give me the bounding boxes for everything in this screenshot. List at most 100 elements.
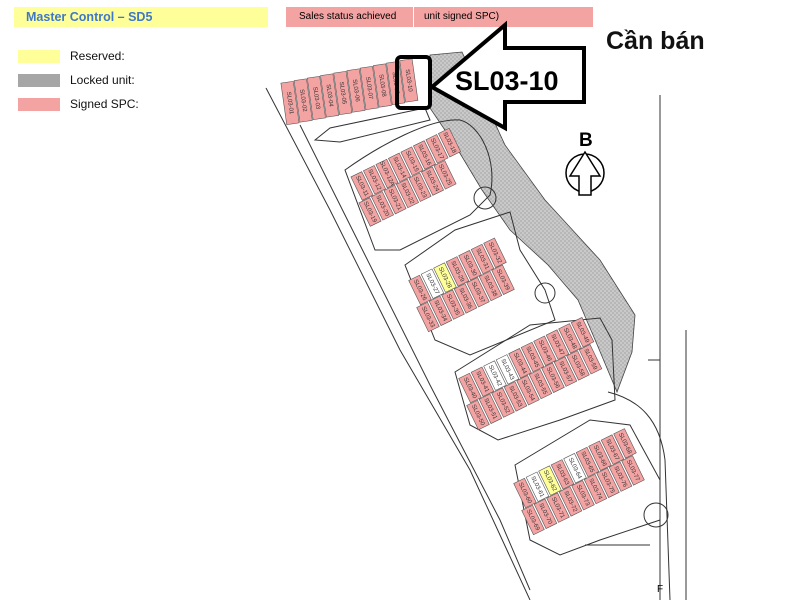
- lot-block-4: SL03-40SL03-41SL03-42SL03-43SL03-44SL03-…: [458, 317, 603, 431]
- lot-shape: [433, 262, 457, 293]
- lot-shape: [613, 428, 637, 459]
- lot-shape: [458, 372, 482, 404]
- lot-sl03-29[interactable]: SL03-29: [445, 256, 470, 287]
- lot-shape: [558, 486, 583, 517]
- lot-shape: [541, 362, 565, 393]
- lot-block-5: SL03-60SL03-61SL03-62SL03-63SL03-64SL03-…: [513, 428, 645, 536]
- lot-shape: [470, 366, 495, 397]
- signed-swatch: [18, 98, 60, 111]
- lot-shape: [528, 368, 553, 400]
- lot-label: SL03-05: [338, 81, 347, 105]
- lot-block-2: SL03-11SL03-12SL03-12ASL03-14SL03-15SL03…: [350, 127, 461, 227]
- north-arrow-icon: [565, 150, 605, 196]
- lot-shape: [596, 467, 620, 498]
- lot-shape: [466, 399, 490, 431]
- lot-shape: [388, 152, 411, 183]
- lot-shape: [372, 63, 392, 108]
- lot-sl03-60[interactable]: SL03-60: [513, 477, 537, 509]
- lot-shape: [600, 434, 625, 465]
- legend-signed-label: Signed SPC:: [70, 97, 139, 111]
- lot-shape: [420, 268, 445, 299]
- lot-shape: [438, 127, 461, 158]
- lot-sl03-31[interactable]: SL03-31: [470, 243, 495, 275]
- lot-label: SL03-04: [324, 84, 333, 108]
- lot-sl03-03[interactable]: SL03-03: [306, 75, 326, 121]
- lot-shape: [425, 134, 449, 164]
- lot-shape: [293, 78, 313, 123]
- master-control-title: Master Control – SD5: [14, 7, 268, 27]
- lot-shape: [483, 360, 507, 391]
- lot-shape: [516, 375, 540, 406]
- lot-shape: [508, 348, 532, 379]
- lot-sl03-44[interactable]: SL03-44: [508, 348, 532, 379]
- lot-sl03-04[interactable]: SL03-04: [320, 73, 340, 118]
- lot-shape: [571, 480, 595, 511]
- sales-status-value: unit signed SPC): [413, 7, 593, 27]
- lot-shape: [458, 250, 482, 281]
- sl03-10-highlight-box: [395, 55, 432, 110]
- legend-reserved-label: Reserved:: [70, 49, 125, 63]
- lot-shape: [408, 274, 432, 306]
- north-label: B: [579, 130, 593, 151]
- lot-shape: [491, 264, 515, 295]
- lot-sl03-01[interactable]: SL03-01: [280, 80, 300, 126]
- lot-shape: [478, 270, 503, 302]
- lot-shape: [545, 329, 570, 360]
- lot-shape: [578, 344, 603, 375]
- lot-shape: [513, 477, 537, 509]
- lot-shape: [375, 158, 399, 189]
- lot-shape: [608, 461, 633, 492]
- lot-label: SL03-08: [377, 74, 386, 98]
- lot-shape: [503, 381, 528, 412]
- lot-shape: [350, 171, 374, 201]
- lot-shape: [575, 446, 600, 478]
- lot-sl03-08[interactable]: SL03-08: [372, 63, 392, 108]
- lot-shape: [280, 80, 300, 126]
- lot-shape: [433, 160, 457, 190]
- legend-locked-label: Locked unit:: [70, 73, 135, 87]
- lot-shape: [363, 165, 386, 195]
- lot-label: SL03-03: [311, 86, 320, 110]
- lot-shape: [470, 243, 495, 275]
- lot-label: SL03-07: [364, 76, 373, 100]
- callout-arrow-icon: [428, 20, 586, 132]
- lot-shape: [491, 387, 515, 418]
- reserved-swatch: [18, 50, 60, 63]
- lot-shape: [400, 146, 424, 176]
- lot-shape: [416, 301, 440, 333]
- lot-shape: [478, 393, 503, 424]
- lot-shape: [441, 289, 465, 320]
- block-road-rings: [344, 119, 669, 556]
- lot-shape: [421, 166, 444, 196]
- lot-shape: [306, 75, 326, 121]
- lot-shape: [533, 335, 557, 366]
- for-sale-heading: Cần bán: [606, 27, 705, 55]
- lot-sl03-06[interactable]: SL03-06: [346, 68, 366, 113]
- callout-label: SL03-10: [455, 66, 559, 96]
- green-space: [429, 51, 636, 394]
- lot-sl03-33[interactable]: SL03-33: [416, 301, 440, 333]
- lot-shape: [583, 473, 608, 505]
- lot-shape: [359, 65, 379, 111]
- lot-sl03-07[interactable]: SL03-07: [359, 65, 379, 111]
- lot-sl03-10[interactable]: SL03-10: [399, 58, 419, 103]
- lot-block-3: SL03-26SL03-27SL03-28SL03-29SL03-30SL03-…: [408, 237, 515, 333]
- lot-shape: [396, 178, 419, 209]
- lot-shape: [588, 440, 612, 471]
- lot-shape: [466, 277, 490, 308]
- lot-shape: [453, 283, 478, 314]
- lot-label: SL03-06: [351, 79, 360, 103]
- lot-shape: [408, 172, 432, 202]
- lot-shape: [621, 455, 645, 486]
- lot-shape: [383, 184, 407, 215]
- lot-shape: [550, 459, 575, 490]
- lot-shape: [371, 191, 394, 221]
- lot-shape: [333, 70, 353, 116]
- lot-shape: [320, 73, 340, 118]
- lot-shape: [546, 492, 570, 523]
- lot-sl03-02[interactable]: SL03-02: [293, 78, 313, 123]
- lot-sl03-05[interactable]: SL03-05: [333, 70, 353, 116]
- lot-label: SL03-02: [298, 89, 307, 113]
